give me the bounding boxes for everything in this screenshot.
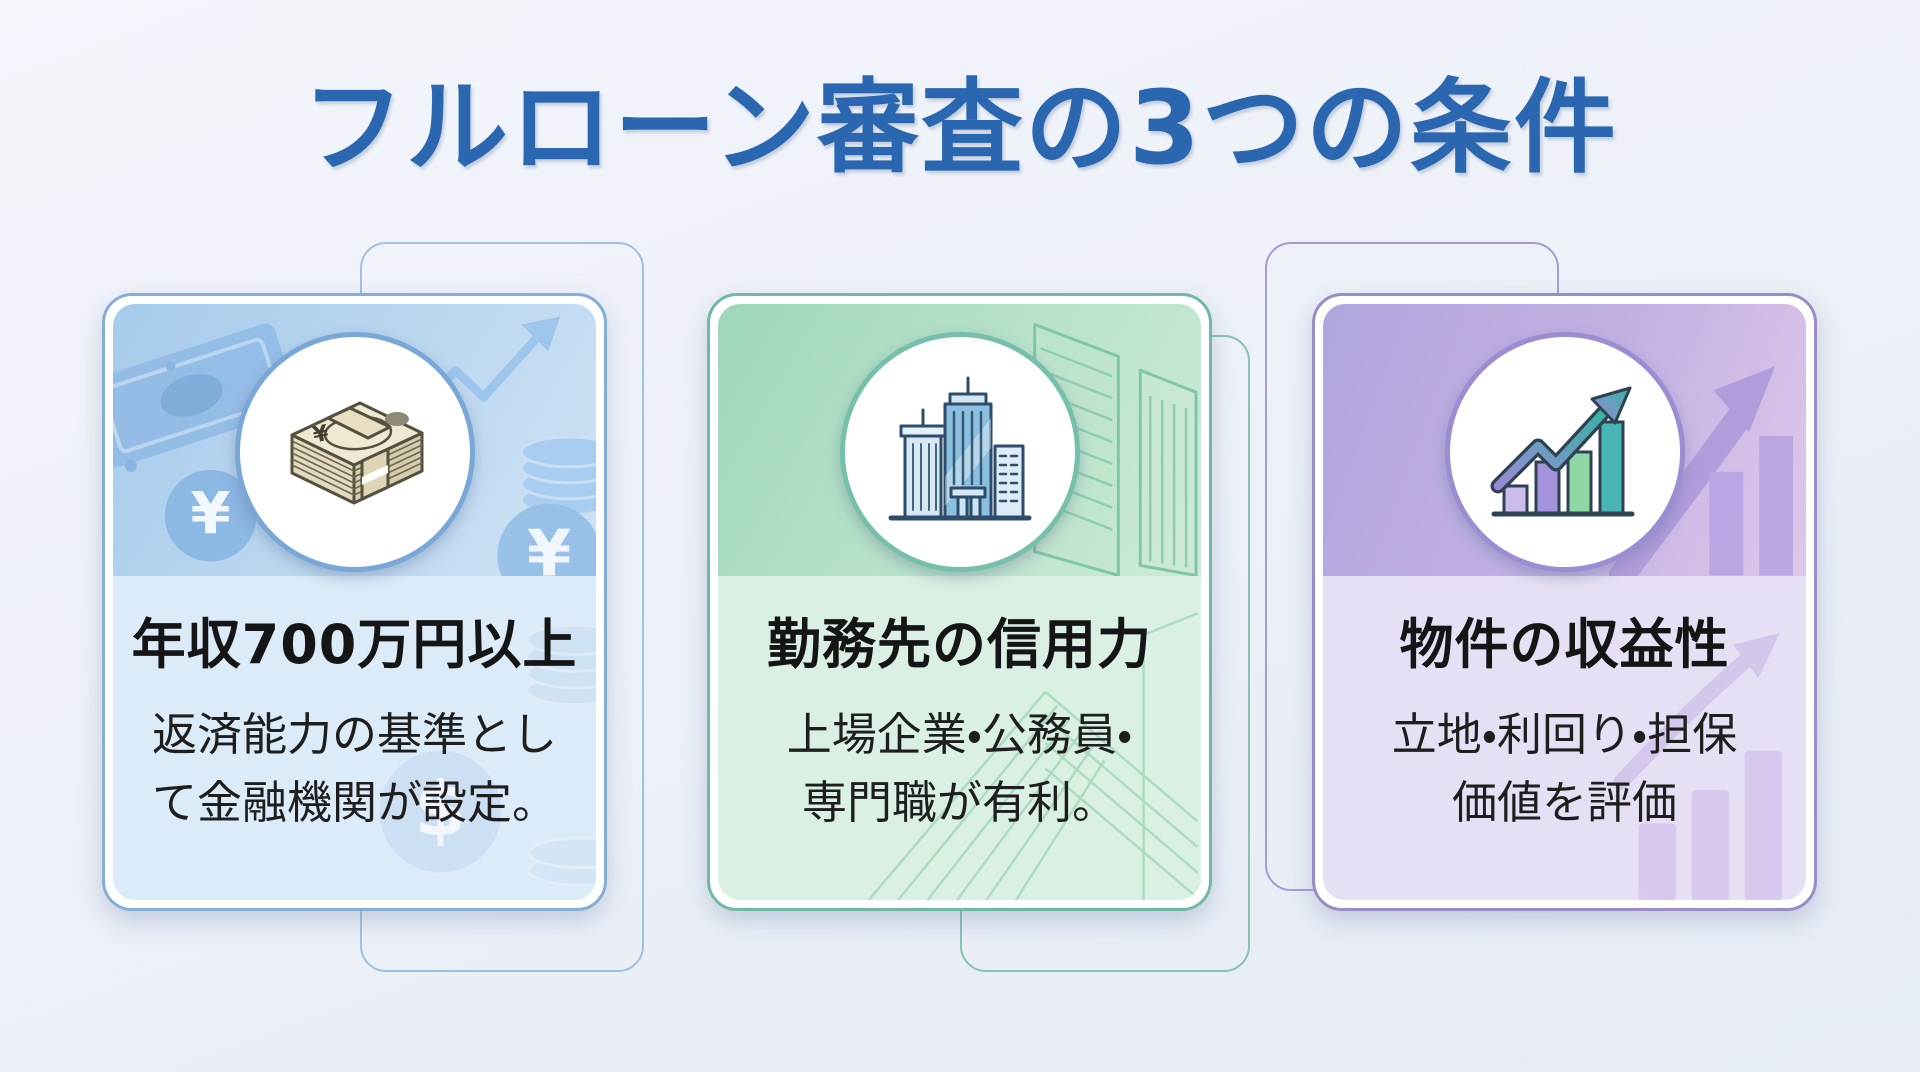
office-buildings-icon xyxy=(888,376,1031,521)
money-icon-circle: ¥ xyxy=(234,332,475,572)
description-line: 返済能力の基準とし xyxy=(151,708,557,761)
description-line: て金融機関が設定。 xyxy=(151,776,557,830)
card-employer-credit-title: 勤務先の信用力 xyxy=(767,613,1152,676)
money-faint-decoration: $ xyxy=(379,623,596,887)
description-line: 価値を評価 xyxy=(1451,776,1677,830)
card-property-profitability-description: 立地・利回り・担保価値を評価 xyxy=(1392,701,1738,838)
growth-faint-decoration xyxy=(1613,632,1782,900)
svg-text:$: $ xyxy=(414,766,466,853)
growth-chart-icon xyxy=(1490,386,1634,517)
card-employer-credit: 勤務先の信用力 上場企業・公務員・専門職が有利。 xyxy=(707,293,1212,911)
card-property-profitability-title: 物件の収益性 xyxy=(1399,613,1730,676)
card-property-profitability: 物件の収益性 立地・利回り・担保価値を評価 xyxy=(1312,293,1817,911)
svg-text:¥: ¥ xyxy=(191,480,231,548)
card-employer-credit-content: 勤務先の信用力 上場企業・公務員・専門職が有利。 xyxy=(718,576,1201,900)
description-line: 専門職が有利。 xyxy=(801,776,1117,830)
description-line: 立地・利回り・担保 xyxy=(1391,708,1738,761)
card-annual-income: ¥ ¥ xyxy=(102,293,607,911)
buildings-icon-circle xyxy=(839,332,1080,572)
page-title: フルローン審査の3つの条件 xyxy=(302,69,1618,188)
money-stack-icon: ¥ xyxy=(290,401,423,505)
card-employer-credit-body: 勤務先の信用力 上場企業・公務員・専門職が有利。 xyxy=(718,304,1201,900)
card-annual-income-content: $ 年収700万円以上 返済能力の基準として金融機関が設定。 xyxy=(113,576,596,900)
growth-icon-circle xyxy=(1444,332,1685,572)
card-annual-income-description: 返済能力の基準として金融機関が設定。 xyxy=(152,701,557,838)
buildings-faint-decoration xyxy=(867,612,1199,900)
card-property-profitability-content: 物件の収益性 立地・利回り・担保価値を評価 xyxy=(1323,576,1806,900)
growth-background-decoration xyxy=(1608,366,1794,576)
card-employer-credit-description: 上場企業・公務員・専門職が有利。 xyxy=(787,701,1133,838)
card-annual-income-title: 年収700万円以上 xyxy=(131,613,578,676)
svg-text:¥: ¥ xyxy=(527,517,571,576)
svg-text:¥: ¥ xyxy=(310,421,331,449)
description-line: 上場企業・公務員・ xyxy=(786,708,1133,761)
